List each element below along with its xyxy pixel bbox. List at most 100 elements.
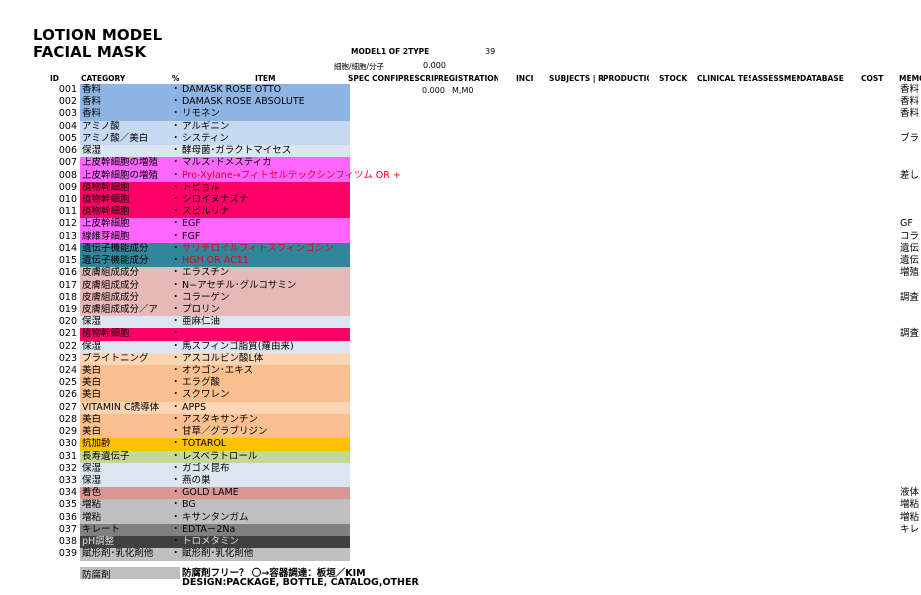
model-value: 39 bbox=[485, 47, 496, 56]
row-item: 甘草／グラブリジン bbox=[182, 426, 268, 438]
row-bullet: ・ bbox=[171, 499, 181, 511]
row-memo: 増粘 bbox=[900, 511, 920, 523]
header-assessment: ASSESSMENT bbox=[752, 74, 800, 83]
row-item: FGF bbox=[182, 230, 201, 242]
row-item: EGF bbox=[182, 218, 201, 230]
row-category-fill bbox=[80, 218, 350, 231]
row-id: 007 bbox=[58, 157, 77, 169]
footer-category: 防腐剤 bbox=[80, 567, 180, 581]
row-bullet: ・ bbox=[171, 169, 181, 181]
header-registration: REGISTRATION bbox=[438, 74, 498, 83]
row-bullet: ・ bbox=[171, 84, 181, 95]
row-item: 賦形剤･乳化剤他 bbox=[182, 548, 254, 560]
row-category: 植物幹細胞 bbox=[82, 193, 130, 205]
page-title: LOTION MODEL bbox=[33, 26, 163, 44]
row-item: スピルリナ bbox=[182, 206, 230, 218]
row-category: 植物幹細胞 bbox=[82, 328, 130, 340]
row-category-fill bbox=[80, 108, 350, 121]
footer-note: 防腐剤フリー？ 〇→容器調達：板垣／KIM bbox=[182, 568, 366, 579]
row-category: 保湿 bbox=[82, 475, 102, 486]
row-category: 上皮幹細胞の増殖 bbox=[82, 157, 159, 169]
row-item: コラーゲン bbox=[182, 291, 230, 303]
row-item: APPS bbox=[182, 401, 206, 413]
row-category: 植物幹細胞 bbox=[82, 181, 130, 193]
row-id: 006 bbox=[58, 145, 77, 157]
row-bullet: ・ bbox=[171, 316, 181, 328]
row-id: 002 bbox=[58, 96, 77, 108]
row-bullet: ・ bbox=[171, 255, 181, 267]
row-bullet: ・ bbox=[171, 536, 181, 548]
row-id: 031 bbox=[58, 450, 77, 462]
row-id: 018 bbox=[58, 291, 77, 303]
row-bullet: ・ bbox=[171, 181, 181, 193]
row-category-fill bbox=[80, 511, 350, 524]
row-category: ブライトニング bbox=[82, 352, 149, 364]
row-category: 香料 bbox=[82, 96, 102, 108]
row-memo: 香料 bbox=[900, 108, 920, 120]
row-category-fill bbox=[80, 352, 350, 366]
row-item: トビョル bbox=[182, 181, 221, 193]
row-bullet: ・ bbox=[171, 511, 181, 523]
row-item: キサンタンガム bbox=[182, 511, 249, 523]
header-memo: MEMO bbox=[899, 74, 921, 83]
row-id: 011 bbox=[58, 206, 77, 218]
row-bullet: ・ bbox=[171, 120, 181, 132]
row-category: 保湿 bbox=[82, 145, 102, 157]
row-category: 美白 bbox=[82, 365, 102, 377]
row-category-fill bbox=[80, 328, 350, 341]
row-id: 021 bbox=[58, 328, 77, 340]
row-memo: キレ bbox=[900, 523, 920, 535]
row-bullet: ・ bbox=[171, 365, 181, 377]
row-bullet: ・ bbox=[171, 450, 181, 462]
row-memo: 調査 bbox=[900, 291, 920, 303]
row-bullet: ・ bbox=[171, 475, 181, 486]
row-category-fill bbox=[80, 365, 350, 378]
ratio-label: 細胞/細胞/分子 bbox=[334, 62, 385, 71]
row-category: 植物幹細胞 bbox=[82, 206, 130, 218]
row-id: 038 bbox=[58, 536, 77, 548]
row-category-fill bbox=[80, 426, 350, 439]
row-bullet: ・ bbox=[171, 145, 181, 157]
row-memo: 増粘 bbox=[900, 499, 920, 511]
row-item: スクワレン bbox=[182, 389, 230, 401]
row-id: 004 bbox=[58, 120, 77, 132]
row-memo: 香料 bbox=[900, 84, 920, 95]
row-item: シロイヌナズナ bbox=[182, 193, 249, 205]
row-bullet: ・ bbox=[171, 206, 181, 218]
row-category-fill bbox=[80, 279, 350, 292]
row-item: エラグ酸 bbox=[182, 377, 221, 389]
row-id: 033 bbox=[58, 475, 77, 486]
row-item: トロメタミン bbox=[182, 536, 240, 548]
row-memo: 遺伝 bbox=[900, 255, 920, 267]
row1-mode: M,M0 bbox=[452, 86, 474, 95]
row-category-fill bbox=[80, 230, 350, 243]
row-item: HGH OR AC11 bbox=[182, 255, 249, 267]
row-category-fill bbox=[80, 157, 350, 170]
ratio-value: 0.000 bbox=[423, 61, 446, 70]
row-id: 014 bbox=[58, 242, 77, 254]
row-item: GOLD LAME bbox=[182, 487, 239, 499]
row-id: 005 bbox=[58, 132, 77, 144]
row-bullet: ・ bbox=[171, 340, 181, 352]
row-item: システィン bbox=[182, 132, 229, 144]
row-item: TOTAROL bbox=[182, 438, 227, 450]
row-id: 015 bbox=[58, 255, 77, 267]
